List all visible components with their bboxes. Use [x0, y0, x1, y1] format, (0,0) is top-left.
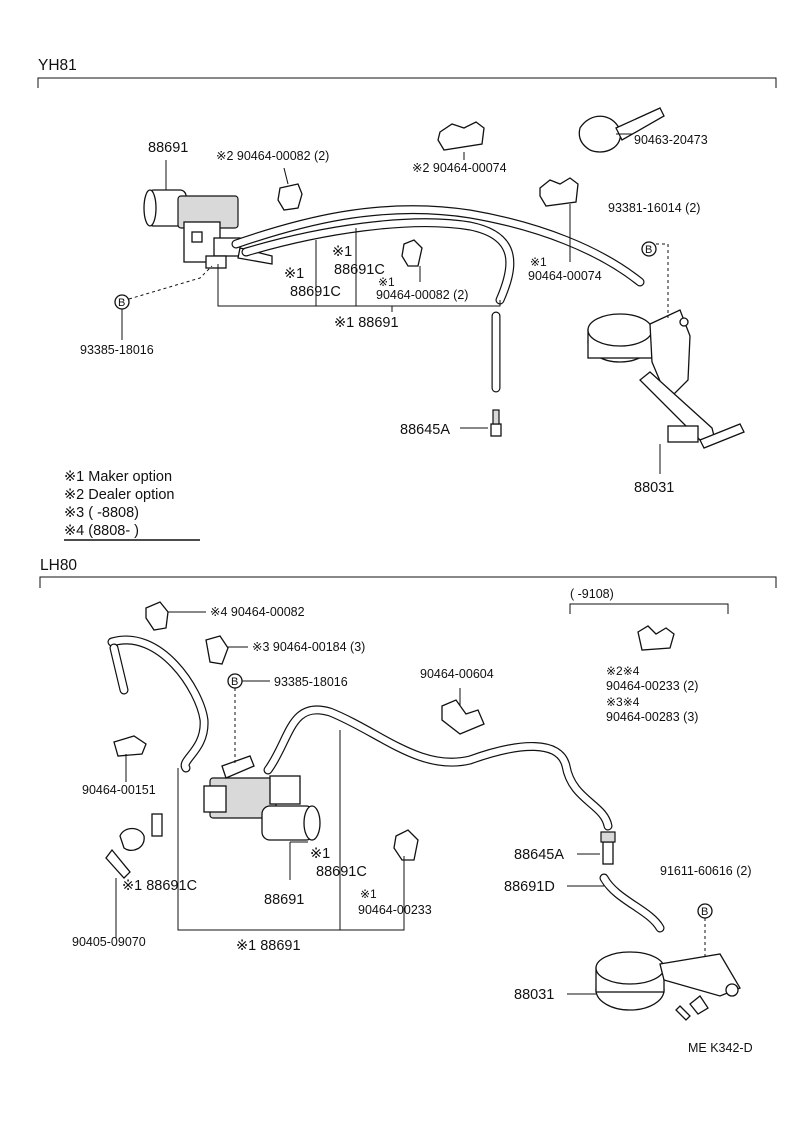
bolt-icon: B — [697, 903, 713, 919]
label-90464-00233-option: 90464-00233 — [358, 903, 432, 917]
label-88645a-lh80: 88645A — [514, 847, 564, 863]
hose-mark: ※1 — [310, 846, 330, 862]
label-91611-60616: 91611-60616 (2) — [660, 864, 752, 878]
section-bracket-lh80 — [39, 576, 777, 588]
lh80-hose-set-bracket — [177, 768, 405, 931]
yh81-hoses — [231, 205, 645, 393]
yh81-nipple-88645a — [490, 409, 502, 437]
lh80-vsv-valve — [203, 755, 321, 841]
label-93381-16014: 93381-16014 (2) — [608, 201, 700, 215]
label-88691c-lower: 88691C — [290, 284, 341, 300]
section-bracket-yh81 — [37, 77, 777, 88]
yh81-actuator — [587, 309, 745, 449]
label-90464-00082: ※2 90464-00082 (2) — [216, 149, 329, 163]
clip-mark: ※3※4 — [606, 695, 640, 709]
clip-mark: ※1 — [360, 887, 377, 901]
label-hose-set-88691: ※1 88691 — [334, 315, 399, 331]
label-88691-lh80: 88691 — [264, 892, 304, 908]
section-title-yh81: YH81 — [38, 57, 77, 74]
label-88691d: 88691D — [504, 879, 555, 895]
svg-text:B: B — [645, 244, 652, 256]
yh81-vsv-valve — [143, 189, 273, 269]
bolt-icon: B — [227, 673, 243, 689]
page-code: ME K342-D — [688, 1041, 753, 1055]
section-title-lh80: LH80 — [40, 557, 77, 574]
label-90464-00233: 90464-00233 (2) — [606, 679, 698, 693]
svg-text:B: B — [701, 906, 708, 918]
label-90463-20473: 90463-20473 — [634, 133, 708, 147]
label-90464-00151: 90464-00151 — [82, 783, 156, 797]
range-bracket — [569, 603, 729, 614]
hose-mark: ※1 — [332, 244, 352, 260]
yh81-bolt-leader-right — [656, 243, 669, 318]
label-88691c-lh80-left: ※1 88691C — [122, 878, 197, 894]
label-93385-18016-lh80: 93385-18016 — [274, 675, 348, 689]
yh81-bolt-leader-left — [128, 265, 213, 300]
label-88691: 88691 — [148, 140, 188, 156]
svg-text:B: B — [118, 297, 125, 309]
label-90405-09070: 90405-09070 — [72, 935, 146, 949]
label-88031-lh80: 88031 — [514, 987, 554, 1003]
clip-mark: ※1 — [530, 255, 547, 269]
svg-text:B: B — [231, 676, 238, 688]
lh80-actuator — [595, 951, 741, 1021]
label-88645a: 88645A — [400, 422, 450, 438]
label-90464-00074-option: 90464-00074 — [528, 269, 602, 283]
label-range-9108: ( -9108) — [570, 587, 614, 601]
label-88031: 88031 — [634, 480, 674, 496]
legend-item: ※3 ( -8808) — [64, 505, 139, 521]
label-90464-00184: ※3 90464-00184 (3) — [252, 640, 365, 654]
label-90464-00283: 90464-00283 (3) — [606, 710, 698, 724]
label-90464-00082-lh80: ※4 90464-00082 — [210, 605, 305, 619]
label-90464-00604: 90464-00604 — [420, 667, 494, 681]
bolt-icon: B — [641, 241, 657, 257]
yh81-clips — [277, 107, 665, 267]
lh80-hoses — [107, 635, 665, 933]
bolt-icon: B — [114, 294, 130, 310]
legend: ※1 Maker option ※2 Dealer option ※3 ( -8… — [64, 469, 200, 541]
legend-item: ※4 (8808- ) — [64, 523, 139, 539]
lh80-nipple-88645a — [600, 831, 616, 865]
label-88691c-lh80: 88691C — [316, 864, 367, 880]
hose-mark: ※1 — [284, 266, 304, 282]
yh81-hose-set-bracket — [217, 264, 501, 307]
clip-mark: ※1 — [378, 275, 395, 289]
clip-mark: ※2※4 — [606, 664, 640, 678]
label-90464-00082-option: 90464-00082 (2) — [376, 288, 468, 302]
label-88691c-upper: 88691C — [334, 262, 385, 278]
legend-item: ※1 Maker option — [64, 469, 172, 485]
label-93385-18016: 93385-18016 — [80, 343, 154, 357]
lh80-clips — [105, 601, 675, 879]
label-90464-00074: ※2 90464-00074 — [412, 161, 507, 175]
legend-item: ※2 Dealer option — [64, 487, 175, 503]
leader-line — [283, 167, 289, 185]
label-hose-set-88691-lh80: ※1 88691 — [236, 938, 301, 954]
